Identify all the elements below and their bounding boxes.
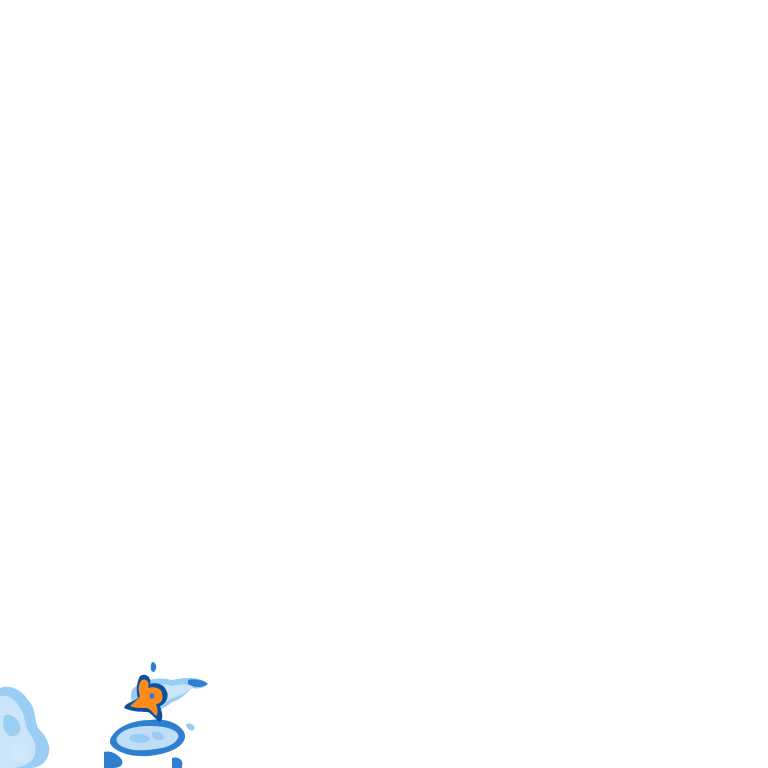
precipitation-cell-left bbox=[0, 686, 50, 768]
precipitation-hotspot bbox=[124, 674, 168, 722]
